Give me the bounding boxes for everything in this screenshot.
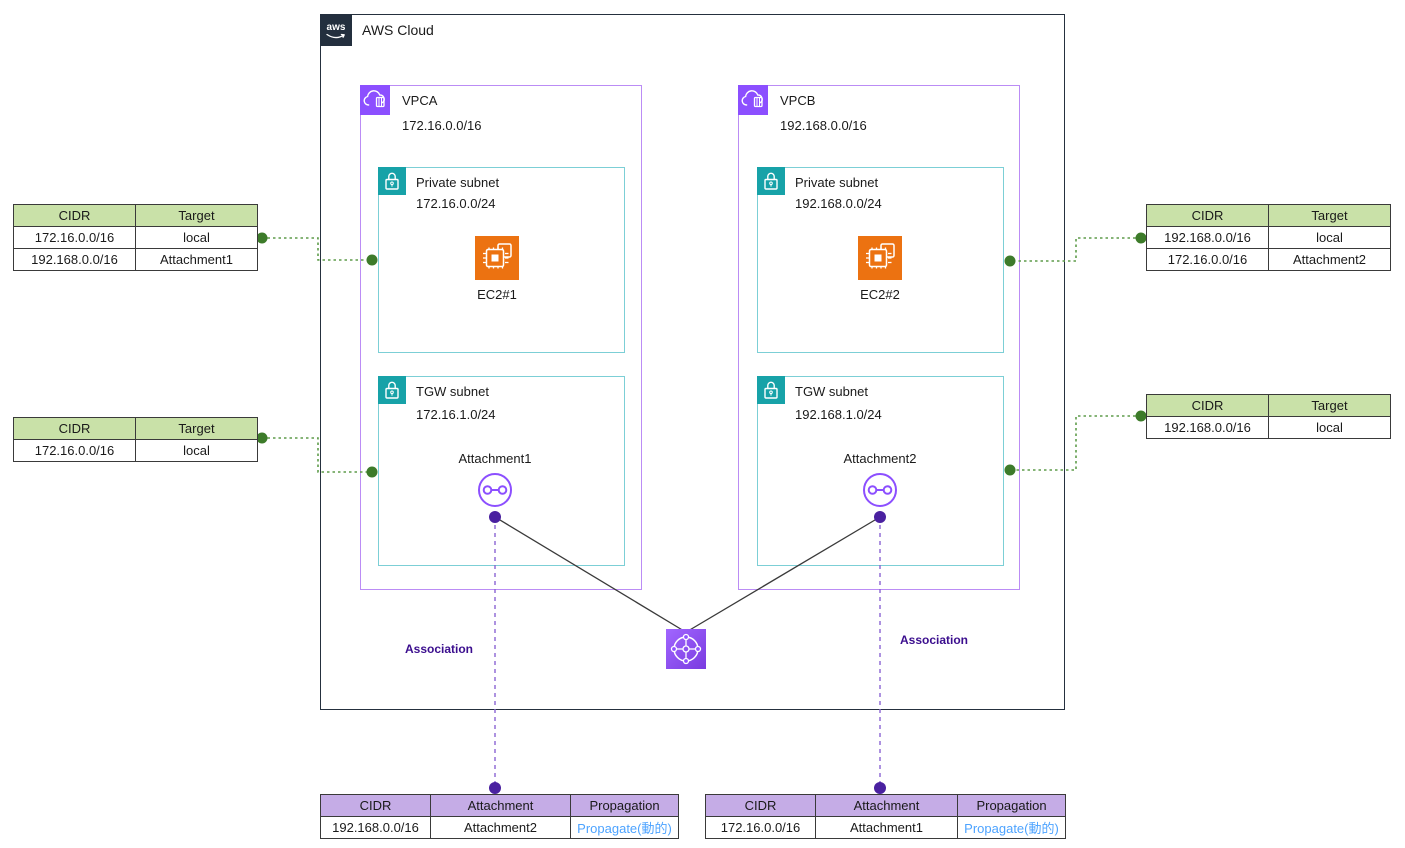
vpcb-cidr: 192.168.0.0/16: [780, 118, 867, 133]
target-cell: local: [1268, 226, 1391, 249]
attachment2-icon: [861, 471, 899, 509]
cidr-cell: 172.16.0.0/16: [13, 226, 136, 249]
vpca-private-subnet-group: [378, 167, 625, 353]
column-header: Target: [1268, 394, 1391, 417]
column-header: CIDR: [705, 794, 816, 817]
vpcb-private-subnet-cidr: 192.168.0.0/24: [795, 196, 882, 211]
vpcb-tgw-route-table: CIDR Target 192.168.0.0/16 local: [1146, 394, 1391, 439]
column-header: CIDR: [1146, 394, 1269, 417]
column-header: Attachment: [430, 794, 571, 817]
target-cell: local: [135, 226, 258, 249]
ec2-2-label: EC2#2: [860, 287, 900, 302]
vpcb-tgw-subnet-label: TGW subnet: [795, 384, 868, 399]
propagation-cell: Propagate(動的): [957, 816, 1066, 839]
vpca-private-subnet-cidr: 172.16.0.0/24: [416, 196, 496, 211]
vpcb-tgw-subnet-lock-icon: [757, 376, 785, 404]
table-row: 192.168.0.0/16 local: [1146, 226, 1391, 249]
table-row: 172.16.0.0/16 local: [13, 439, 258, 462]
aws-cloud-icon: aws: [320, 14, 352, 46]
attachment1-icon: [476, 471, 514, 509]
tgw-rt-right-dot: [874, 782, 886, 794]
target-cell: Attachment2: [1268, 248, 1391, 271]
vpcb-private-subnet-label: Private subnet: [795, 175, 879, 190]
tgw-rt-left-dot: [489, 782, 501, 794]
column-header: CIDR: [13, 417, 136, 440]
column-header: Attachment: [815, 794, 958, 817]
vpca-private-route-table: CIDR Target 172.16.0.0/16 local 192.168.…: [13, 204, 258, 271]
ec2-2-icon: [858, 236, 902, 280]
vpcb-tgw-subnet-cidr: 192.168.1.0/24: [795, 407, 882, 422]
vpcb-label: VPCB: [780, 93, 816, 108]
association-label-left: Association: [405, 642, 474, 656]
column-header: CIDR: [320, 794, 431, 817]
cidr-cell: 172.16.0.0/16: [1146, 248, 1269, 271]
table-row: 192.168.0.0/16 Attachment2 Propagate(動的): [320, 816, 679, 839]
attachment1-label: Attachment1: [458, 451, 532, 466]
vpca-icon: [360, 85, 390, 115]
attachment2-label: Attachment2: [843, 451, 917, 466]
tgw-route-table-vpca: CIDR Attachment Propagation 192.168.0.0/…: [320, 794, 679, 839]
vpca-private-subnet-lock-icon: [378, 167, 406, 195]
cidr-cell: 172.16.0.0/16: [705, 816, 816, 839]
column-header: Target: [1268, 204, 1391, 227]
vpcb-private-route-table: CIDR Target 192.168.0.0/16 local 172.16.…: [1146, 204, 1391, 271]
column-header: Propagation: [570, 794, 679, 817]
ec2-1-label: EC2#1: [477, 287, 517, 302]
vpca-private-subnet-label: Private subnet: [416, 175, 500, 190]
vpca-tgw-subnet-label: TGW subnet: [416, 384, 489, 399]
vpca-tgw-subnet-cidr: 172.16.1.0/24: [416, 407, 496, 422]
aws-cloud-group: [320, 14, 1065, 710]
vpcb-icon: [738, 85, 768, 115]
cidr-cell: 192.168.0.0/16: [1146, 226, 1269, 249]
column-header: CIDR: [1146, 204, 1269, 227]
vpcb-private-subnet-lock-icon: [757, 167, 785, 195]
target-cell: Attachment1: [135, 248, 258, 271]
column-header: Target: [135, 204, 258, 227]
target-cell: local: [1268, 416, 1391, 439]
ec2-1-icon: [475, 236, 519, 280]
attachment-cell: Attachment1: [815, 816, 958, 839]
svg-text:aws: aws: [327, 22, 346, 33]
vpca-label: VPCA: [402, 93, 438, 108]
transit-gateway-icon: [666, 629, 706, 669]
vpca-tgw-route-table: CIDR Target 172.16.0.0/16 local: [13, 417, 258, 462]
table-row: 172.16.0.0/16 Attachment2: [1146, 248, 1391, 271]
cidr-cell: 192.168.0.0/16: [320, 816, 431, 839]
table-row: 192.168.0.0/16 local: [1146, 416, 1391, 439]
table-row: 172.16.0.0/16 Attachment1 Propagate(動的): [705, 816, 1066, 839]
attachment-cell: Attachment2: [430, 816, 571, 839]
table-row: 172.16.0.0/16 local: [13, 226, 258, 249]
column-header: Target: [135, 417, 258, 440]
tgw-route-table-vpcb: CIDR Attachment Propagation 172.16.0.0/1…: [705, 794, 1066, 839]
column-header: Propagation: [957, 794, 1066, 817]
cidr-cell: 192.168.0.0/16: [13, 248, 136, 271]
target-cell: local: [135, 439, 258, 462]
cidr-cell: 192.168.0.0/16: [1146, 416, 1269, 439]
aws-cloud-label: AWS Cloud: [362, 22, 434, 38]
vpca-tgw-subnet-lock-icon: [378, 376, 406, 404]
column-header: CIDR: [13, 204, 136, 227]
vpcb-private-subnet-group: [757, 167, 1004, 353]
association-label-right: Association: [900, 633, 969, 647]
vpca-cidr: 172.16.0.0/16: [402, 118, 482, 133]
propagation-cell: Propagate(動的): [570, 816, 679, 839]
table-row: 192.168.0.0/16 Attachment1: [13, 248, 258, 271]
cidr-cell: 172.16.0.0/16: [13, 439, 136, 462]
